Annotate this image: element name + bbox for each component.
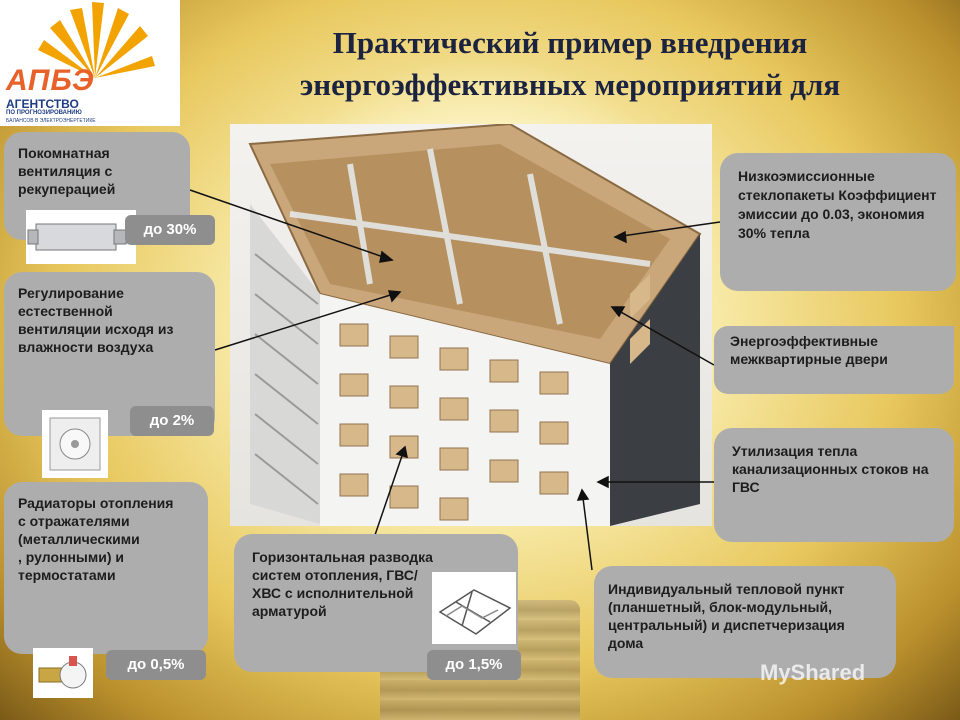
callout-horizontal-wiring-text: Горизонтальная разводка систем отопления…	[252, 549, 433, 619]
callout-heat-point: Индивидуальный тепловой пункт (планшетны…	[594, 566, 896, 678]
badge-horizontal-wiring: до 1,5%	[427, 650, 521, 680]
logo: АПБЭ АГЕНТСТВО ПО ПРОГНОЗИРОВАНИЮ БАЛАНС…	[0, 0, 180, 126]
page-title: Практический пример внедрения энергоэффе…	[190, 22, 950, 106]
callout-heat-point-text: Индивидуальный тепловой пункт (планшетны…	[608, 581, 845, 651]
callout-low-emission-glass: Низкоэмиссионные стеклопакеты Коэффициен…	[720, 153, 956, 291]
thermostat-icon	[38, 656, 87, 689]
callout-low-emission-glass-text: Низкоэмиссионные стеклопакеты Коэффициен…	[738, 168, 937, 241]
badge-ventilation-recuperation: до 30%	[125, 215, 215, 245]
logo-line1: АГЕНТСТВО	[6, 97, 79, 111]
building-illustration	[230, 124, 712, 526]
logo-mark: АПБЭ	[6, 64, 95, 97]
pipe-plan-icon	[438, 589, 512, 635]
callout-radiators-text: Радиаторы отопления с отражателями (мета…	[18, 495, 174, 583]
recuperator-image	[26, 210, 136, 264]
fan-icon	[49, 417, 101, 471]
recuperator-icon	[27, 223, 127, 251]
pipe-plan-image	[432, 572, 516, 644]
callout-sewage-heat: Утилизация тепла канализационных стоков …	[714, 428, 954, 542]
title-line2: энергоэффективных мероприятий для	[299, 67, 841, 102]
callout-sewage-heat-text: Утилизация тепла канализационных стоков …	[732, 443, 929, 495]
badge-natural-ventilation: до 2%	[130, 406, 214, 436]
thermostat-image	[33, 648, 93, 698]
sun-icon	[38, 2, 155, 78]
logo-line3: БАЛАНСОВ В ЭЛЕКТРОЭНЕРГЕТИКЕ	[6, 118, 96, 124]
callout-ventilation-recuperation-text: Покомнатная вентиляция с рекуперацией	[18, 145, 116, 197]
callout-efficient-doors: Энергоэффективные межквартирные двери	[714, 326, 954, 394]
logo-line2: ПО ПРОГНОЗИРОВАНИЮ	[6, 110, 82, 116]
fan-image	[42, 410, 108, 478]
badge-radiators: до 0,5%	[106, 650, 206, 680]
watermark: MyShared	[760, 660, 866, 685]
callout-radiators: Радиаторы отопления с отражателями (мета…	[4, 482, 208, 654]
callout-natural-ventilation-text: Регулирование естественной вентиляции ис…	[18, 285, 174, 355]
title-line1: Практический пример внедрения	[332, 25, 808, 60]
callout-efficient-doors-text: Энергоэффективные межквартирные двери	[730, 333, 888, 367]
